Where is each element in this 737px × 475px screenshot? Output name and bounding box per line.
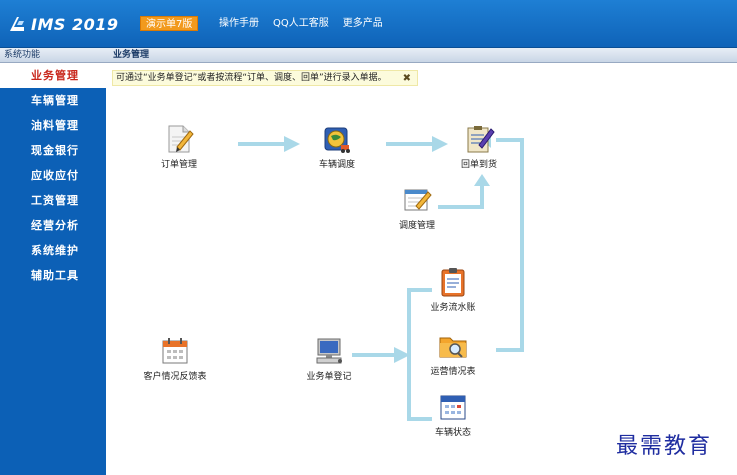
sidebar-item-fuel[interactable]: 油料管理 xyxy=(31,119,79,132)
query-folder-icon xyxy=(437,330,469,362)
demo-badge[interactable]: 演示单7版 xyxy=(140,16,199,31)
node-query[interactable]: 运营情况表 xyxy=(418,330,488,377)
node-order[interactable]: 订单管理 xyxy=(144,123,214,170)
node-customer-label: 客户情况反馈表 xyxy=(143,372,207,382)
node-receipt[interactable]: 回单到货 xyxy=(444,123,514,170)
logo-icon xyxy=(8,15,26,33)
sidebar-item-business[interactable]: 业务管理 xyxy=(0,63,106,88)
node-receipt-label: 回单到货 xyxy=(460,160,497,170)
sidebar: 系统功能 业务管理 车辆管理 油料管理 现金银行 应收应付 工资管理 经营分析 … xyxy=(0,48,106,475)
close-icon[interactable]: ✖ xyxy=(402,73,411,84)
flow-list-clipboard-icon xyxy=(437,266,469,298)
arrow-head xyxy=(474,174,490,186)
top-bar: IMS 2019 演示单7版 操作手册 QQ人工客服 更多产品 xyxy=(0,0,737,48)
sidebar-item-payroll[interactable]: 工资管理 xyxy=(31,194,79,207)
notice-text: 可通过“业务单登记”或者按流程“订单、调度、回单”进行录入单据。 xyxy=(116,73,387,83)
arrow-head xyxy=(394,347,410,363)
dispatch-globe-icon xyxy=(321,123,353,155)
nav-qq-support[interactable]: QQ人工客服 xyxy=(273,18,329,29)
node-vehicle-status[interactable]: 车辆状态 xyxy=(418,391,488,438)
sidebar-item-cash-bank[interactable]: 现金银行 xyxy=(31,144,79,157)
node-scheduling[interactable]: 调度管理 xyxy=(382,184,452,231)
notice-bar: 可通过“业务单登记”或者按流程“订单、调度、回单”进行录入单据。 ✖ xyxy=(112,70,418,86)
app-name: IMS 2019 xyxy=(31,14,119,34)
node-dispatch-label: 车辆调度 xyxy=(318,160,355,170)
watermark: 最需教育 xyxy=(616,434,713,459)
sidebar-item-vehicles[interactable]: 车辆管理 xyxy=(31,94,79,107)
order-document-icon xyxy=(163,123,195,155)
sidebar-item-tools[interactable]: 辅助工具 xyxy=(31,269,79,282)
node-customer[interactable]: 客户情况反馈表 xyxy=(140,335,210,382)
sidebar-item-maintenance[interactable]: 系统维护 xyxy=(31,244,79,257)
node-register-label: 业务单登记 xyxy=(306,372,352,382)
node-order-label: 订单管理 xyxy=(160,160,197,170)
node-dispatch[interactable]: 车辆调度 xyxy=(302,123,372,170)
node-scheduling-label: 调度管理 xyxy=(398,221,435,231)
register-computer-icon xyxy=(313,335,345,367)
sidebar-item-receivables[interactable]: 应收应付 xyxy=(31,169,79,182)
scheduling-notepad-icon xyxy=(401,184,433,216)
top-nav: 操作手册 QQ人工客服 更多产品 xyxy=(219,17,383,31)
main-header: 业务管理 xyxy=(106,48,737,63)
node-flow-list-label: 业务流水账 xyxy=(430,303,476,313)
node-vehicle-status-label: 车辆状态 xyxy=(434,428,471,438)
vehicle-status-calendar-icon xyxy=(437,391,469,423)
node-query-label: 运营情况表 xyxy=(430,367,476,377)
nav-more-products[interactable]: 更多产品 xyxy=(342,18,383,29)
sidebar-item-analysis[interactable]: 经营分析 xyxy=(31,219,79,232)
customer-calendar-icon xyxy=(159,335,191,367)
node-register[interactable]: 业务单登记 xyxy=(294,335,364,382)
flow-bracket-line xyxy=(496,138,524,352)
sidebar-header: 系统功能 xyxy=(0,48,106,63)
arrow-head xyxy=(284,136,300,152)
app-logo: IMS 2019 xyxy=(8,14,119,34)
nav-manual[interactable]: 操作手册 xyxy=(219,18,259,29)
node-flow-list[interactable]: 业务流水账 xyxy=(418,266,488,313)
receipt-clipboard-icon xyxy=(463,123,495,155)
